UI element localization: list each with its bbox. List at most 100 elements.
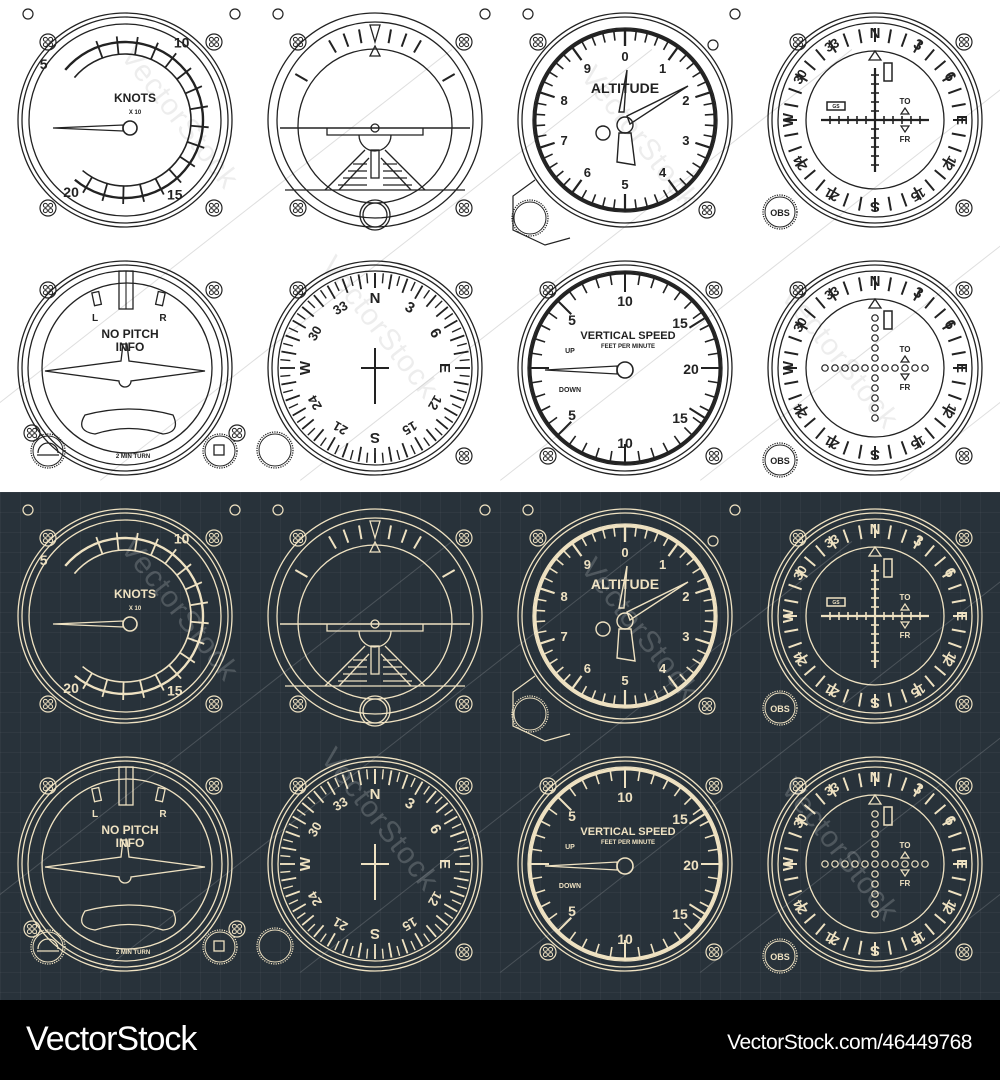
screw-icon (39, 199, 57, 217)
gauge-subtitle: FEET PER MINUTE (601, 344, 655, 350)
altitude-label: 6 (584, 165, 591, 180)
aircraft-symbol-icon (361, 844, 389, 900)
screw-icon (39, 695, 57, 713)
to-arrow-icon (899, 602, 911, 611)
obs-knob[interactable]: OBS (762, 194, 798, 230)
screw-icon (539, 281, 557, 299)
mount-hole-icon (272, 504, 284, 516)
heading-label: N (870, 25, 881, 42)
altitude-label: 1 (659, 557, 666, 572)
attitude-indicator (250, 0, 500, 246)
up-label: UP (565, 348, 575, 355)
heading-knob-icon[interactable] (256, 927, 294, 965)
obs-knob[interactable]: OBS (762, 690, 798, 726)
screw-icon (23, 920, 41, 938)
screw-icon (529, 529, 547, 547)
speed-label: 10 (174, 35, 190, 51)
gauge-title: INFO (116, 836, 145, 850)
gauge-subtitle: X 10 (129, 110, 142, 116)
screw-icon (698, 201, 716, 219)
heading-label: 3 (402, 794, 418, 813)
mount-hole-icon (479, 8, 491, 20)
gs-flag-icon (826, 597, 846, 607)
screw-icon (39, 529, 57, 547)
heading-label: E (953, 611, 970, 621)
heading-label: 21 (822, 681, 842, 701)
screw-icon (455, 447, 473, 465)
heading-label: 6 (940, 69, 959, 85)
screw-icon (455, 777, 473, 795)
heading-label: 15 (908, 681, 928, 701)
adjust-knob-icon[interactable] (30, 433, 66, 469)
screw-icon (705, 447, 723, 465)
screw-icon (539, 447, 557, 465)
heading-label: E (953, 859, 970, 869)
vs-label: 15 (672, 906, 688, 922)
screw-icon (289, 281, 307, 299)
heading-label: W (780, 856, 797, 871)
speed-label: 15 (167, 683, 183, 699)
altitude-label: 2 (682, 589, 689, 604)
speed-label: 20 (63, 184, 79, 200)
screw-icon (705, 943, 723, 961)
bank-pointer-icon (369, 520, 381, 541)
obs-knob[interactable]: OBS (762, 442, 798, 478)
to-arrow-icon (899, 850, 911, 859)
altitude-label: 4 (659, 165, 667, 180)
screw-icon (23, 424, 41, 442)
needle-icon (595, 565, 689, 662)
left-label: L (92, 313, 98, 324)
heading-label: E (953, 363, 970, 373)
svg-text:OBS: OBS (770, 208, 790, 218)
battery-knob-icon[interactable] (202, 433, 238, 469)
heading-label: 6 (426, 821, 445, 837)
screw-icon (705, 281, 723, 299)
mount-hole-icon (229, 504, 241, 516)
aircraft-symbol-icon (361, 348, 389, 404)
altitude-label: 9 (584, 61, 591, 76)
gauge-title: ALTITUDE (591, 80, 659, 96)
footer-url: VectorStock.com/46449768 (727, 1031, 972, 1054)
vs-label: 5 (568, 407, 576, 423)
nav-flag-icon (883, 310, 893, 330)
heading-label: 12 (940, 153, 960, 173)
to-label: TO (900, 97, 911, 106)
heading-label: 6 (940, 317, 959, 333)
screw-icon (39, 777, 57, 795)
heading-label: 6 (426, 325, 445, 341)
adjust-knob-icon[interactable] (30, 929, 66, 965)
screw-icon (955, 777, 973, 795)
vs-label: 15 (672, 811, 688, 827)
heading-label: 21 (822, 929, 842, 949)
battery-knob-icon[interactable] (202, 929, 238, 965)
screw-icon (539, 777, 557, 795)
heading-label: E (436, 859, 453, 869)
svg-text:OBS: OBS (770, 952, 790, 962)
nav-flag-icon (883, 62, 893, 82)
screw-icon (205, 529, 223, 547)
vs-label: 5 (568, 903, 576, 919)
obs-knob[interactable]: OBS (762, 938, 798, 974)
heading-label: 30 (790, 811, 810, 831)
baro-knob-icon (511, 695, 549, 733)
vs-label: 10 (617, 931, 633, 947)
heading-label: 30 (790, 67, 810, 87)
screw-icon (205, 33, 223, 51)
screw-icon (289, 199, 307, 217)
needle-icon (52, 616, 138, 632)
heading-label: 30 (790, 315, 810, 335)
heading-label: 3 (910, 284, 926, 303)
heading-label: S (370, 925, 380, 942)
altitude-label: 3 (682, 133, 689, 148)
vs-label: 20 (683, 361, 699, 377)
heading-label: W (780, 112, 797, 127)
altitude-label: 8 (561, 93, 568, 108)
altitude-label: 1 (659, 61, 666, 76)
altitude-label: 3 (682, 629, 689, 644)
heading-label: S (870, 694, 880, 711)
heading-knob-icon[interactable] (256, 431, 294, 469)
